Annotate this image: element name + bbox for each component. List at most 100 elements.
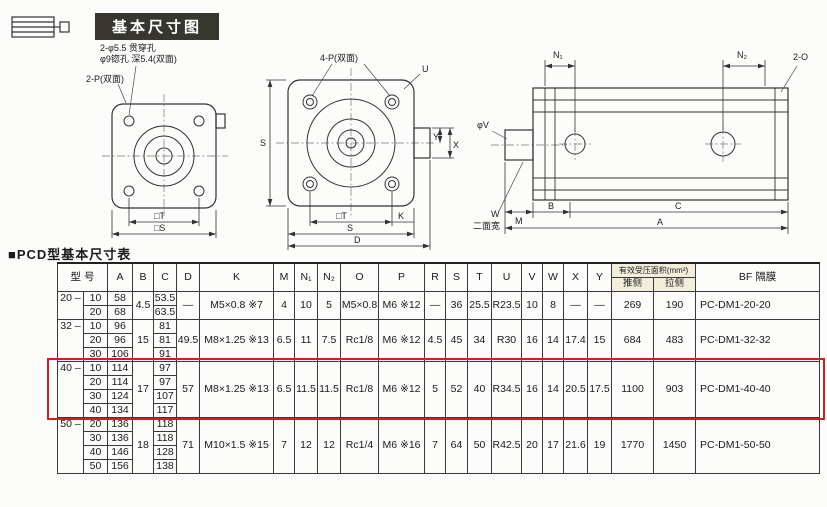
hole-2o-label: 2-O (793, 52, 808, 62)
stroke-cell: 20 (82, 416, 109, 432)
bore-cell: 20 – (57, 290, 84, 320)
centerlines (102, 94, 228, 216)
cell-C: 81 (153, 318, 178, 334)
cell-K: M8×1.25 ※13 (199, 360, 275, 418)
stroke-cell: 10 (82, 290, 109, 306)
cell-O: Rc1/4 (340, 416, 380, 474)
cell-T: 50 (467, 416, 493, 474)
cell-N1: 11.5 (294, 360, 319, 418)
cell-R: 4.5 (424, 318, 447, 362)
leader-lines (117, 65, 137, 116)
cell-bf: PC-DM1-32-32 (695, 318, 821, 362)
cell-K: M5×0.8 ※7 (199, 290, 275, 320)
cell-N1: 10 (294, 290, 319, 320)
col-header-y: Y (587, 262, 613, 292)
stroke-cell: 10 (82, 318, 109, 334)
dim-c-label: C (675, 201, 682, 211)
cell-C: 97 (153, 374, 178, 390)
cell-M: 6.5 (273, 360, 296, 418)
dimension-lines (504, 60, 789, 234)
cell-B: 4.5 (132, 290, 155, 320)
cell-A: 136 (107, 416, 134, 432)
dimension-lines (266, 79, 454, 250)
cell-N2: 12 (317, 416, 342, 474)
col-header-model: 型 号 (56, 262, 109, 292)
dim-y-label: Y (433, 132, 439, 142)
table-container: 型 号 A B C D K M N₁ N₂ O P R S T U V W (47, 262, 825, 474)
stroke-cell: 30 (82, 430, 109, 446)
dimension-table: 型 号 A B C D K M N₁ N₂ O P R S T U V W (56, 262, 821, 474)
col-header-x: X (563, 262, 589, 292)
dim-n1-label: N₁ (553, 50, 563, 60)
cell-U: R30 (491, 318, 523, 362)
dim-x-label: X (453, 140, 459, 150)
cell-A: 114 (107, 360, 134, 376)
col-header-m: M (273, 262, 296, 292)
col-header-effective-area: 有效受压面积(mm²) (611, 262, 697, 278)
col-header-r: R (424, 262, 447, 292)
cell-C: 138 (153, 458, 178, 474)
dim-k-label: K (398, 211, 404, 221)
col-header-k: K (199, 262, 275, 292)
cylinder-legend-icon (11, 16, 70, 38)
cell-U: R42.5 (491, 416, 523, 474)
cell-C: 118 (153, 430, 178, 446)
col-header-v: V (521, 262, 544, 292)
dim-s-label: S (347, 223, 353, 233)
header-row-2: 推侧 拉侧 (58, 276, 820, 292)
cell-C: 81 (153, 332, 178, 348)
col-header-d: D (176, 262, 201, 292)
flange-outline (111, 103, 226, 209)
cell-M: 4 (273, 290, 296, 320)
through-hole-label: 2-φ5.5 贯穿孔 (100, 42, 156, 53)
cell-P: M6 ※12 (378, 360, 426, 418)
cell-push: 1770 (611, 416, 655, 474)
stroke-cell: 40 (82, 444, 109, 460)
cell-D: 71 (176, 416, 201, 474)
cell-V: 16 (521, 360, 544, 418)
dim-d-label: D (354, 235, 361, 245)
cell-R: — (424, 290, 447, 320)
dim-v-label: φV (477, 120, 489, 130)
col-header-p: P (378, 262, 426, 292)
cell-B: 18 (132, 416, 155, 474)
cell-A: 136 (107, 430, 134, 446)
cell-O: Rc1/8 (340, 318, 380, 362)
side-view-diagram: φV W 二面宽 N₁ N₂ 2-O M B C A (473, 50, 808, 234)
cell-bf: PC-DM1-50-50 (695, 416, 821, 474)
cell-D: 57 (176, 360, 201, 418)
cell-A: 68 (107, 304, 134, 320)
cell-push: 684 (611, 318, 655, 362)
cell-C: 128 (153, 444, 178, 460)
bore-cell: 50 – (57, 416, 84, 474)
centerlines (491, 126, 741, 162)
cell-X: 17.4 (563, 318, 589, 362)
bore-cell: 32 – (57, 318, 84, 362)
dim-b-label: B (548, 201, 554, 211)
dimension-lines (111, 198, 217, 238)
stroke-cell: 20 (82, 332, 109, 348)
cell-A: 106 (107, 346, 134, 362)
col-header-c: C (153, 262, 178, 292)
dim-t-label: □T (154, 211, 165, 221)
cell-C: 63.5 (153, 304, 178, 320)
cell-bf: PC-DM1-40-40 (695, 360, 821, 418)
cell-T: 34 (467, 318, 493, 362)
cell-P: M6 ※12 (378, 318, 426, 362)
cell-R: 5 (424, 360, 447, 418)
port-4p-label: 4-P(双面) (320, 53, 358, 63)
mounting-holes (564, 131, 736, 157)
cell-P: M6 ※12 (378, 290, 426, 320)
col-header-s: S (445, 262, 469, 292)
width-across-flats-label-w: W (491, 209, 500, 219)
width-across-flats-note: 二面宽 (473, 220, 500, 231)
dim-a-label: A (657, 217, 663, 227)
cell-D: 49.5 (176, 318, 201, 362)
cell-K: M8×1.25 ※13 (199, 318, 275, 362)
stroke-cell: 20 (82, 304, 109, 320)
cell-C: 53.5 (153, 290, 178, 306)
cell-Y: 15 (587, 318, 613, 362)
